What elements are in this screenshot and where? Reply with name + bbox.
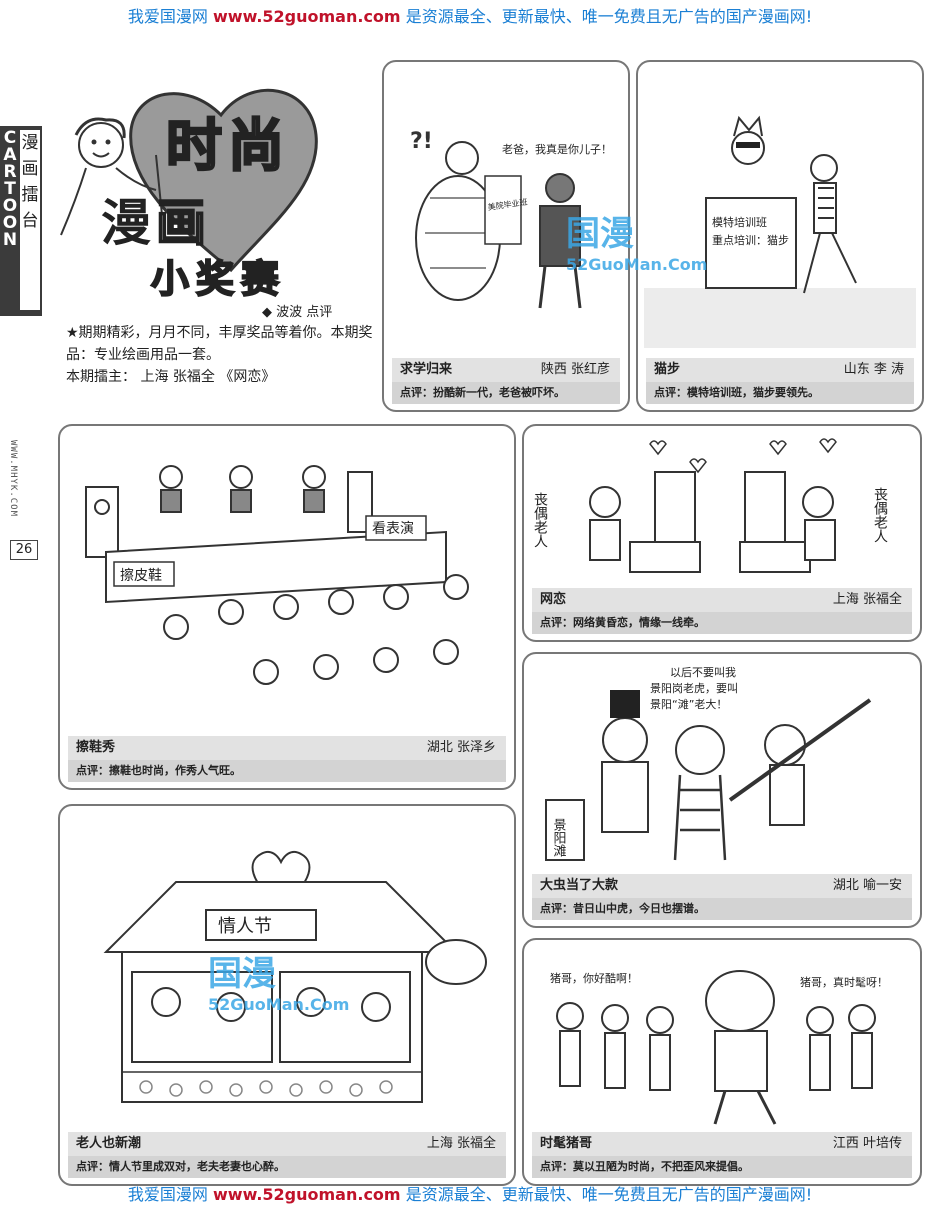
speech-bubble: 老爸，我真是你儿子！	[502, 142, 612, 156]
cartoon-logo: CARTOON	[2, 128, 18, 250]
panel-art: 模特培训班 重点培训：猫步	[644, 68, 916, 354]
comic-panel-3: 擦皮鞋 看表演 擦鞋秀 湖北 张泽乡 点评：擦鞋也时尚，作秀人气旺。	[58, 424, 516, 790]
watermark-logo: 国漫	[566, 214, 634, 254]
intro-line-1: ★期期精彩，月月不同，丰厚奖品等着你。本期奖品：专业绘画用品一套。	[66, 325, 373, 363]
panel-titlebar: 时髦猪哥 江西 叶培传	[532, 1132, 912, 1156]
comic-panel-6: 情人节 老人也新潮 上海 张福全 点评：情人节里成双对，老夫老妻也心醉。	[58, 804, 516, 1186]
speech-right: 猪哥，真时髦呀！	[800, 975, 888, 989]
panel-titlebar: 大虫当了大款 湖北 喻一安	[532, 874, 912, 898]
intro-line-2: 本期擂主： 上海 张福全 《网恋》	[66, 369, 276, 385]
panel-art: 擦皮鞋 看表演	[66, 432, 508, 732]
speech-line-1: 以后不要叫我	[670, 666, 736, 679]
panel-author: 江西 叶培传	[832, 1136, 902, 1151]
panel-comment: 点评：擦鞋也时尚，作秀人气旺。	[68, 760, 506, 782]
sign-valentine: 情人节	[218, 916, 272, 937]
panel-titlebar: 求学归来 陕西 张红彦	[392, 358, 620, 382]
watermark-1: 国漫 52GuoMan.Com	[566, 206, 746, 286]
banner-prefix: 我爱国漫网	[127, 1185, 208, 1204]
panel-title: 求学归来	[400, 362, 453, 377]
title-char-2: 尚	[228, 114, 284, 179]
caption-right: 丧偶老人	[872, 487, 888, 543]
title-char-4: 画	[156, 194, 206, 252]
sign-line-1: 模特培训班	[712, 215, 767, 229]
sign-show: 看表演	[372, 521, 414, 537]
watermark-2: 国漫 52GuoMan.Com	[208, 946, 388, 1026]
cupid-figure	[60, 117, 165, 236]
panel-author: 上海 张福全	[426, 1136, 496, 1151]
page-number: 26	[10, 540, 38, 560]
banner-url-link[interactable]: www.52guoman.com	[213, 7, 401, 26]
speech-left: 猪哥，你好酷啊！	[550, 971, 638, 985]
comic-panel-7: 猪哥，你好酷啊！ 猪哥，真时髦呀！ 时髦猪哥 江西 叶培传 点评：莫以丑陋为时尚…	[522, 938, 922, 1186]
panel-titlebar: 猫步 山东 李 涛	[646, 358, 914, 382]
title-char-3: 漫	[101, 194, 151, 252]
top-banner[interactable]: 我爱国漫网 www.52guoman.com 是资源最全、更新最快、唯一免费且无…	[0, 6, 940, 28]
watermark-url: 52GuoMan.Com	[566, 255, 708, 274]
column-name: 漫画擂台	[20, 130, 40, 310]
panel-title: 大虫当了大款	[540, 878, 619, 893]
panel-title: 猫步	[654, 362, 681, 377]
panel-title: 时髦猪哥	[540, 1136, 593, 1151]
banner-suffix: 是资源最全、更新最快、唯一免费且无广告的国产漫画网!	[405, 7, 813, 26]
comic-panel-2: 模特培训班 重点培训：猫步 猫步 山东 李 涛 点评：模特培训班，猫步要领先。	[636, 60, 924, 412]
title-char-1: 时	[166, 114, 222, 179]
panel-art: 以后不要叫我 景阳岗老虎，要叫 景阳“滩”老大！ 景阳滩	[530, 660, 914, 870]
speech-line-3: 景阳“滩”老大！	[650, 697, 727, 711]
banner-url-link[interactable]: www.52guoman.com	[213, 1185, 401, 1204]
banner-suffix: 是资源最全、更新最快、唯一免费且无广告的国产漫画网!	[405, 1185, 813, 1204]
contest-logo: 时 尚 漫 画 小 奖 赛	[56, 60, 356, 310]
heart-shape	[129, 88, 318, 273]
panel-titlebar: 网恋 上海 张福全	[532, 588, 912, 612]
title-char-5: 小	[151, 257, 189, 301]
panel-art: 猪哥，你好酷啊！ 猪哥，真时髦呀！	[530, 946, 914, 1128]
panel-title: 擦鞋秀	[76, 740, 116, 755]
critic-label: ◆ 波波 点评	[262, 305, 333, 320]
bottom-banner[interactable]: 我爱国漫网 www.52guoman.com 是资源最全、更新最快、唯一免费且无…	[0, 1184, 940, 1206]
sidebar-strip: CARTOON 漫画擂台	[0, 126, 42, 316]
panel-author: 陕西 张红彦	[540, 362, 610, 377]
caption-left: 丧偶老人	[532, 492, 548, 548]
comic-panel-1: ?! 老爸，我真是你儿子！ 美院毕业班 求学归来 陕西 张红彦 点评：扮酷新一代…	[382, 60, 630, 412]
panel-author: 山东 李 涛	[843, 362, 904, 377]
intro-block: ◆ 波波 点评 ★期期精彩，月月不同，丰厚奖品等着你。本期奖品：专业绘画用品一套…	[66, 305, 376, 388]
panel-art: ?! 老爸，我真是你儿子！ 美院毕业班	[390, 68, 622, 354]
panel-art: 丧偶老人 丧偶老人	[530, 432, 914, 584]
panel-comment: 点评：模特培训班，猫步要领先。	[646, 382, 914, 404]
panel-author: 湖北 张泽乡	[426, 740, 496, 755]
title-char-7: 赛	[241, 257, 280, 301]
panel-titlebar: 老人也新潮 上海 张福全	[68, 1132, 506, 1156]
sign-line-2: 重点培训：猫步	[712, 233, 789, 247]
panel-comment: 点评：网络黄昏恋，情缘一线牵。	[532, 612, 912, 634]
watermark-logo: 国漫	[208, 954, 276, 994]
comic-panel-4: 丧偶老人 丧偶老人 网恋 上海 张福全 点评：网络黄昏恋，情缘一线牵。	[522, 424, 922, 642]
panel-comment: 点评：扮酷新一代，老爸被吓坏。	[392, 382, 620, 404]
panel-art: 情人节	[66, 812, 508, 1128]
panel-title: 老人也新潮	[76, 1136, 142, 1151]
site-url: WWW.MHYK.COM	[8, 440, 18, 518]
panel-author: 上海 张福全	[832, 592, 902, 607]
panel-comment: 点评：莫以丑陋为时尚，不把歪风来提倡。	[532, 1156, 912, 1178]
panel-title: 网恋	[540, 592, 567, 607]
title-char-6: 奖	[196, 257, 234, 301]
comic-panel-5: 以后不要叫我 景阳岗老虎，要叫 景阳“滩”老大！ 景阳滩 大虫当了大款 湖北 喻…	[522, 652, 922, 928]
sign-jingyang: 景阳滩	[551, 818, 567, 857]
banner-prefix: 我爱国漫网	[127, 7, 208, 26]
panel-titlebar: 擦鞋秀 湖北 张泽乡	[68, 736, 506, 760]
speech-line-2: 景阳岗老虎，要叫	[650, 682, 738, 695]
sign-shoe-shine: 擦皮鞋	[120, 567, 162, 584]
panel-author: 湖北 喻一安	[832, 878, 902, 893]
panel-comment: 点评：昔日山中虎，今日也摆谱。	[532, 898, 912, 920]
surprise-mark: ?!	[410, 129, 433, 154]
watermark-url: 52GuoMan.Com	[208, 995, 350, 1014]
panel-comment: 点评：情人节里成双对，老夫老妻也心醉。	[68, 1156, 506, 1178]
